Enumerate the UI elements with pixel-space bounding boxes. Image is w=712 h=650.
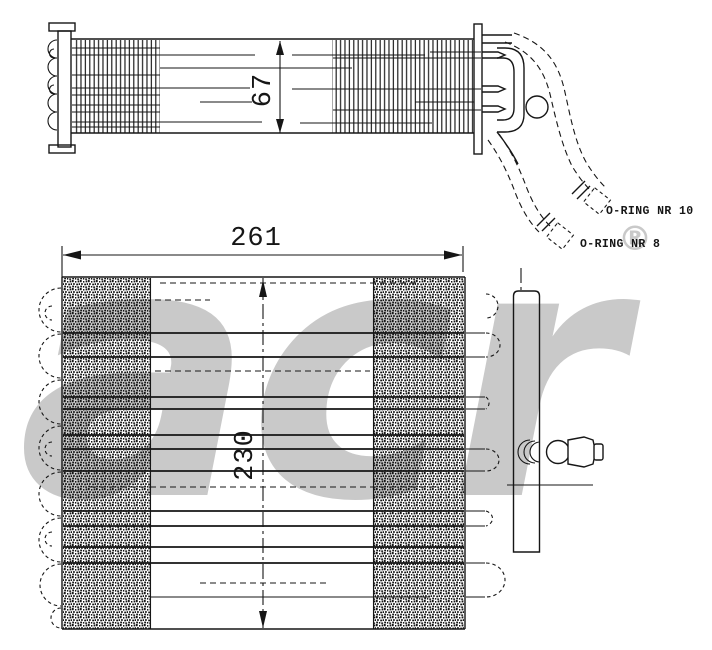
fin-column-left <box>63 278 150 629</box>
front-view: 261 230 <box>38 224 604 630</box>
core-top-view <box>47 22 483 155</box>
dim-arrow-down <box>276 119 284 133</box>
tube-bends-front-left <box>38 287 62 629</box>
tube-bends-front-right <box>466 293 506 598</box>
outlet-pipes <box>482 32 607 233</box>
tube-lines-top-view <box>72 47 481 128</box>
dim-arrow-down <box>259 611 267 628</box>
top-view: 67 O-RING NR 10 O-RING NR 8 <box>47 22 694 251</box>
dim-arrow-up <box>259 280 267 297</box>
registered-trademark-icon: ® <box>618 219 652 259</box>
dim-value-230: 230 <box>231 429 261 481</box>
dim-arrow-left <box>63 250 81 260</box>
oring-fitting-8: O-RING NR 8 <box>536 212 660 251</box>
tube-bends-left <box>47 39 58 131</box>
dim-arrow-up <box>276 41 284 55</box>
fin-column-right <box>374 278 464 629</box>
mounting-bracket <box>507 268 593 553</box>
dim-arrow-right <box>444 250 462 260</box>
fitting-tip <box>593 443 604 461</box>
dim-value-261: 261 <box>230 224 282 254</box>
oring-fitting-10: O-RING NR 10 <box>571 180 694 218</box>
fitting-hex-nut <box>567 436 597 468</box>
width-dimension-261: 261 <box>61 224 464 277</box>
fitting-collar <box>545 439 571 465</box>
end-plate-left <box>57 30 72 148</box>
height-dimension-67: 67 <box>249 41 284 133</box>
pipe-section-circle <box>525 95 549 119</box>
core-front-view <box>38 276 506 630</box>
height-dimension-230: 230 <box>231 278 267 628</box>
oring8-label: O-RING NR 8 <box>580 238 660 251</box>
manifold-u-tube <box>497 47 525 133</box>
pipe-dashed-outlines <box>487 32 607 233</box>
fin-area-left <box>73 40 160 133</box>
oring10-label: O-RING NR 10 <box>606 205 694 218</box>
pipe-fitting <box>517 436 604 468</box>
fin-area-right <box>332 40 473 133</box>
dim-value-67: 67 <box>249 73 279 107</box>
